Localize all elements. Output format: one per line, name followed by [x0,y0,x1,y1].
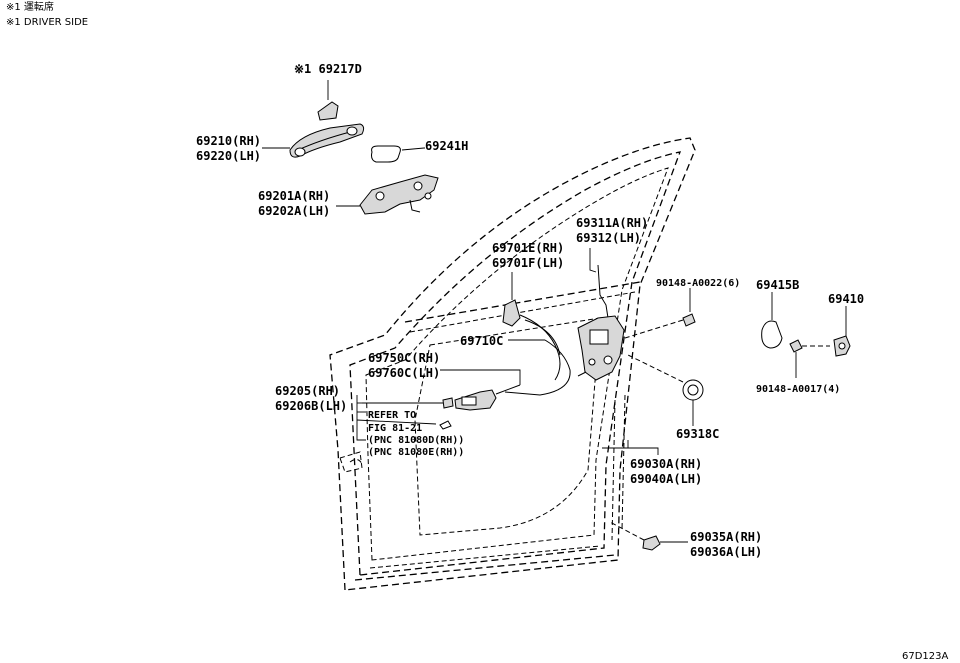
door-lock-assembly-part [577,315,625,381]
figure-code: 67D123A [902,651,949,662]
handle-frame-part [359,174,439,215]
note-driver-side-en: ※1 DRIVER SIDE [6,17,88,28]
label-90148-a0017: 90148-A0017(4) [756,384,840,395]
label-69415b: 69415B [756,278,799,292]
note-driver-side-jp: ※1 運転席 [6,0,54,13]
grommet-part [627,354,704,426]
label-69030a-rh: 69030A(RH) [630,457,702,471]
outside-handle-part [289,123,365,158]
label-pnc-81080e: (PNC 81080E(RH)) [368,447,464,458]
label-69241h: 69241H [425,139,468,153]
screw-a0017-part [789,339,830,378]
label-fig-ref: FIG 81-21 [368,423,422,434]
label-69202a-lh: 69202A(LH) [258,204,330,218]
label-69205-rh: 69205(RH) [275,384,340,398]
lock-cover-part [609,521,688,551]
label-69701f-lh: 69701F(LH) [492,256,564,270]
label-69040a-lh: 69040A(LH) [630,472,702,486]
label-69036a-lh: 69036A(LH) [690,545,762,559]
label-69206b-lh: 69206B(LH) [275,399,347,413]
label-69217d: ※1 69217D [294,62,362,76]
label-69201a-rh: 69201A(RH) [258,189,330,203]
door-outline [329,137,696,591]
label-69312-lh: 69312(LH) [576,231,641,245]
label-pnc-81080d: (PNC 81080D(RH)) [368,435,464,446]
lock-cable-part [504,339,571,396]
inside-handle-part [439,384,521,430]
label-69035a-rh: 69035A(RH) [690,530,762,544]
striker-shim-part [761,292,783,349]
label-69220-lh: 69220(LH) [196,149,261,163]
part-labels: ※1 69217D 69210(RH) 69220(LH) 69241H 692… [196,62,864,559]
label-90148-a0022: 90148-A0022(6) [656,278,740,289]
label-69311a-rh: 69311A(RH) [576,216,648,230]
label-refer-to: REFER TO [368,410,416,421]
label-69760c-lh: 69760C(LH) [368,366,440,380]
label-69210-rh: 69210(RH) [196,134,261,148]
label-69701e-rh: 69701E(RH) [492,241,564,255]
label-69750c-rh: 69750C(RH) [368,351,440,365]
label-69318c: 69318C [676,427,719,441]
screw-a0022-part [624,288,696,339]
label-69710c: 69710C [460,334,503,348]
key-cylinder-cover-part [317,80,339,121]
leader-lines [262,147,659,455]
handle-pad-part [371,145,425,163]
door-striker-part [833,306,851,357]
lock-rod-part [589,248,609,319]
label-69410: 69410 [828,292,864,306]
